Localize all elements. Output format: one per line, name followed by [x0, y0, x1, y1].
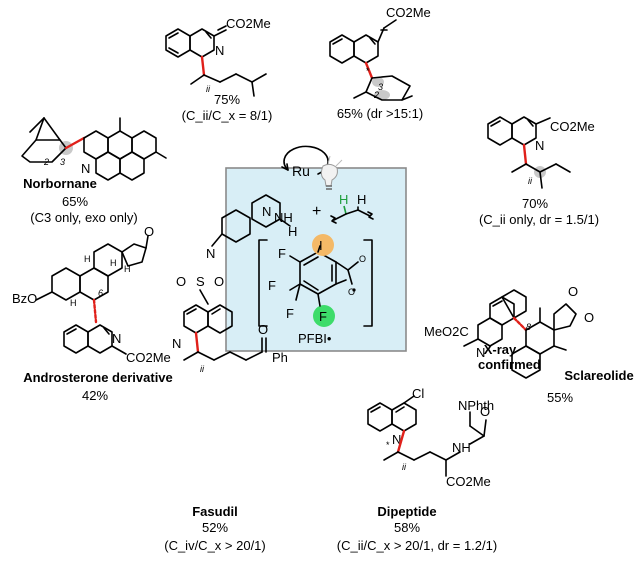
n-atom-4: N — [535, 138, 544, 153]
ester-label-4: CO2Me — [550, 119, 595, 134]
dipeptide-cl: Cl — [412, 386, 424, 401]
n-atom-5: N — [112, 331, 121, 346]
entry-fasudil: NH N S O O N O Ph ii — [172, 209, 293, 374]
entry-androsterone: O BzO 6 H H H H N CO2Me — [12, 224, 171, 365]
fasudil-n: N — [206, 246, 215, 261]
svg-text:O: O — [359, 254, 366, 264]
entry3-selectivity: (C3 only, exo only) — [30, 210, 138, 225]
central-reaction-panel: Ru N H + H H I — [225, 145, 407, 352]
entry7-selectivity: (C_iv/C_x > 20/1) — [164, 538, 266, 553]
fluorine-1: F — [278, 246, 286, 261]
right-bracket — [363, 239, 373, 327]
svg-text:*: * — [366, 66, 370, 76]
fasudil-ring-n: N — [172, 336, 181, 351]
lactone-o-2: O — [568, 284, 578, 299]
entry3-yield: 65% — [61, 194, 89, 209]
h-c: H — [124, 264, 131, 274]
n-atom-nb: N — [81, 161, 90, 176]
fluorine-2: F — [268, 278, 276, 293]
site-8: 8 — [526, 322, 531, 332]
light-bulb-icon — [320, 155, 343, 190]
site-6: 6 — [98, 288, 103, 298]
iodine-highlight — [312, 234, 334, 256]
fasudil-ph: Ph — [272, 350, 288, 365]
h-d: H — [84, 254, 91, 264]
site-nb-2: 2 — [43, 157, 49, 167]
entry1-selectivity: (C_ii/C_x = 8/1) — [181, 108, 273, 123]
bzo-label: BzO — [12, 291, 37, 306]
entry8-name: Dipeptide — [377, 504, 437, 519]
ring-h-atom: H — [288, 224, 297, 239]
entry5-yield: 42% — [81, 388, 109, 403]
n-atom-6: N — [476, 345, 485, 360]
entry6-yield: 55% — [546, 390, 574, 405]
reagent-box — [225, 167, 407, 352]
entry4-selectivity: (C_ii only, dr = 1.5/1) — [478, 212, 600, 227]
ring-n-atom: N — [262, 204, 271, 219]
site-ii-7: ii — [200, 364, 205, 374]
lactone-o-1: O — [584, 310, 594, 325]
svg-text:O: O — [348, 287, 355, 297]
fasudil-o2: O — [214, 274, 224, 289]
entry7-name: Fasudil — [192, 504, 238, 519]
fluorine-3: F — [286, 306, 294, 321]
dipeptide-nh: NH — [452, 440, 471, 455]
ester-label-2: CO2Me — [386, 5, 431, 20]
fluorine-highlight — [313, 305, 335, 327]
entry-norbornane: 2 3 N — [21, 117, 167, 181]
entry2-yield: 65% (dr >15:1) — [336, 106, 424, 121]
entry1-yield: 75% — [213, 92, 241, 107]
entry8-selectivity: (C_ii/C_x > 20/1, dr = 1.2/1) — [336, 538, 498, 553]
left-bracket — [258, 239, 268, 327]
site-ii-1: ii — [206, 84, 211, 94]
entry4-yield: 70% — [521, 196, 549, 211]
entry-isoquinoline-cyclohexyl: CO2Me 3 2 * — [329, 5, 431, 101]
entry-isoquinoline-ester-top: CO2Me N ii — [165, 16, 271, 97]
fasudil-ketone-o: O — [258, 322, 268, 337]
fasudil-s: S — [196, 274, 205, 289]
entry-sclareolide: MeO2C N 8 O O — [424, 284, 594, 379]
entry6-note: X-ray confirmed — [478, 342, 541, 372]
entry6-name: Sclareolide — [564, 368, 634, 383]
entry5-name: Androsterone derivative — [23, 370, 173, 385]
reactive-h-atom: H — [339, 192, 348, 207]
site-2: 2 — [373, 90, 379, 100]
fasudil-nh: NH — [274, 210, 293, 225]
dipeptide-o: O — [480, 404, 490, 419]
reagent-label: PFBI• — [298, 331, 332, 346]
svg-text:*: * — [386, 440, 390, 450]
dipeptide-nphth: NPhth — [458, 398, 494, 413]
second-h-atom: H — [357, 192, 366, 207]
entry3-name: Norbornane — [23, 176, 97, 191]
ortho-fluorine-atom: F — [319, 309, 327, 324]
ketone-o: O — [144, 224, 154, 239]
dipeptide-n: N — [392, 432, 401, 447]
site-ii-4: ii — [528, 176, 533, 186]
entry-isoquinoline-sec-butyl: CO2Me N ii — [487, 116, 595, 189]
catalyst-label: Ru — [292, 163, 310, 179]
piperidine-ring — [251, 194, 281, 228]
n-atom-1: N — [215, 43, 224, 58]
dipeptide-ester: CO2Me — [446, 474, 491, 489]
plus-sign: + — [312, 203, 321, 220]
ester-label-5: CO2Me — [126, 350, 171, 365]
meo2c-label: MeO2C — [424, 324, 469, 339]
h-a: H — [70, 298, 77, 308]
entry-dipeptide: Cl N NH O NPhth CO2Me * ii — [367, 386, 494, 489]
ester-label-1: CO2Me — [226, 16, 271, 31]
entry7-yield: 52% — [201, 520, 229, 535]
site-3: 3 — [378, 82, 383, 92]
h-b: H — [110, 258, 117, 268]
fasudil-o1: O — [176, 274, 186, 289]
site-nb-3: 3 — [60, 157, 65, 167]
iodine-atom: I — [319, 238, 323, 253]
entry8-yield: 58% — [393, 520, 421, 535]
site-ii-8: ii — [402, 462, 407, 472]
